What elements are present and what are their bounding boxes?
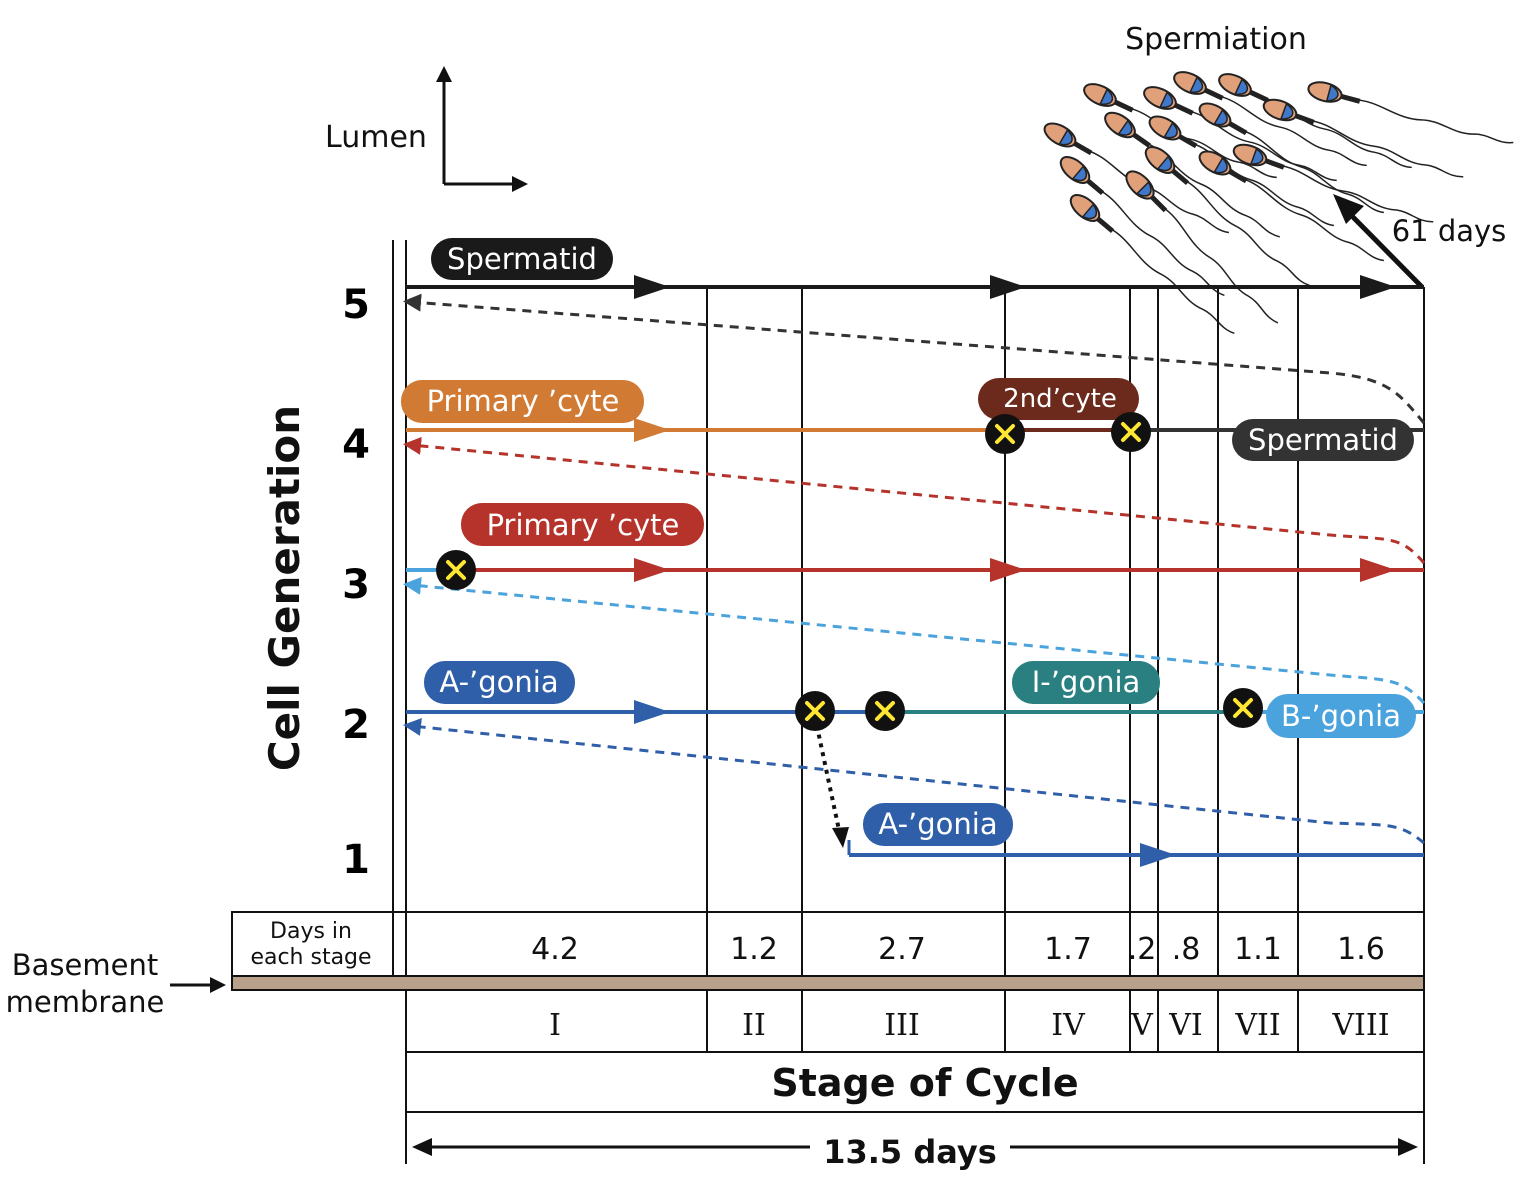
sperm-icon <box>1104 111 1280 238</box>
division-x-icon <box>795 691 835 731</box>
61-days-arrow <box>1333 194 1424 289</box>
y-axis-label: Cell Generation <box>260 405 309 771</box>
lumen-direction-icon <box>436 66 528 192</box>
cycle-length-span <box>405 1112 1425 1164</box>
spermatid-label-gen5: Spermatid <box>431 238 613 280</box>
sperm-icon <box>1307 81 1514 144</box>
stage-days-value: 1.1 <box>1234 932 1282 967</box>
division-x-icon <box>985 414 1025 454</box>
stage-days-value: .8 <box>1172 932 1201 967</box>
stage-numeral: VII <box>1234 1008 1280 1043</box>
sperm-icon <box>1059 156 1225 297</box>
basement-label-line2: membrane <box>6 985 165 1019</box>
svg-text:I-’gonia: I-’gonia <box>1032 665 1141 699</box>
svg-text:2nd’cyte: 2nd’cyte <box>1003 384 1117 414</box>
stage-days-value: .2 <box>1128 932 1157 967</box>
x-axis-label: Stage of Cycle <box>771 1061 1078 1105</box>
division-x-icon <box>1111 412 1151 452</box>
primary-cyte-track-gen3 <box>406 558 1424 582</box>
sperm-icon <box>1173 71 1367 167</box>
sperm-icon <box>1232 143 1434 223</box>
second-cyte-label: 2nd’cyte <box>978 378 1139 420</box>
stage-numeral: IV <box>1051 1008 1086 1043</box>
sperm-icon <box>1083 83 1277 179</box>
spermatid-label-gen4: Spermatid <box>1232 419 1414 461</box>
basement-membrane-bar <box>231 975 1425 991</box>
primary-cyte-label-gen3: Primary ’cyte <box>461 503 704 546</box>
stage-days-value: 4.2 <box>531 932 579 967</box>
a-gonia-label-gen1: A-’gonia <box>863 803 1013 846</box>
sperm-icon <box>1143 86 1337 182</box>
stem-cell-return-arrow <box>813 716 849 848</box>
division-x-icon <box>1223 688 1263 728</box>
days-header-line1: Days in <box>270 919 352 944</box>
61-days-label: 61 days <box>1392 214 1507 248</box>
stage-numeral: II <box>742 1008 766 1043</box>
stage-days-value: 1.2 <box>730 932 778 967</box>
sperm-icon <box>1144 146 1310 287</box>
cycle-length-label: 13.5 days <box>823 1133 997 1171</box>
x-axis-label-box <box>405 1052 1425 1113</box>
stage-numeral: V <box>1130 1008 1154 1043</box>
stage-days-value: 1.6 <box>1337 932 1385 967</box>
sperm-cluster-illustration <box>1043 71 1514 335</box>
svg-text:Primary ’cyte: Primary ’cyte <box>487 508 680 542</box>
sperm-icon <box>1069 194 1235 335</box>
days-table <box>231 911 1425 977</box>
stage-numeral: III <box>884 1008 920 1043</box>
generation-2: 2 <box>342 702 370 748</box>
a-gonia-track-gen1 <box>847 840 1424 867</box>
stage-days-value: 1.7 <box>1044 932 1092 967</box>
division-x-icon <box>865 691 905 731</box>
stage-numeral: VI <box>1168 1008 1203 1043</box>
basement-label-line1: Basement <box>12 948 158 982</box>
i-gonia-label: I-’gonia <box>1012 661 1160 704</box>
stage-numeral: VIII <box>1331 1008 1389 1043</box>
generation-5: 5 <box>342 282 370 328</box>
basement-pointer-arrow <box>170 977 226 993</box>
sperm-icon <box>1125 170 1279 324</box>
generation-1: 1 <box>342 837 370 883</box>
return-paths <box>403 293 1426 845</box>
sperm-icon <box>1043 122 1229 234</box>
svg-text:A-’gonia: A-’gonia <box>878 807 997 841</box>
spermatid-track-gen5 <box>406 275 1424 299</box>
stage-numeral-table <box>405 990 1425 1053</box>
svg-text:Spermatid: Spermatid <box>1248 423 1398 457</box>
sperm-icon <box>1198 150 1384 262</box>
division-x-icon <box>436 550 476 590</box>
generation-3: 3 <box>342 562 370 608</box>
svg-text:A-’gonia: A-’gonia <box>439 665 558 699</box>
stage-numeral: I <box>549 1008 561 1043</box>
b-gonia-label: B-’gonia <box>1266 694 1416 738</box>
svg-text:Spermatid: Spermatid <box>447 242 597 276</box>
spermiation-title: Spermiation <box>1125 22 1307 57</box>
stage-days-value: 2.7 <box>878 932 926 967</box>
svg-text:Primary ’cyte: Primary ’cyte <box>427 384 620 418</box>
left-axis-lines <box>392 240 407 975</box>
svg-text:B-’gonia: B-’gonia <box>1281 699 1401 733</box>
stage-days-values: 4.2 1.2 2.7 1.7 .2 .8 1.1 1.6 <box>531 932 1385 967</box>
sperm-icon <box>1262 98 1464 178</box>
a-gonia-label-gen2: A-’gonia <box>424 661 575 704</box>
primary-cyte-label-gen4: Primary ’cyte <box>401 380 644 423</box>
lumen-label: Lumen <box>325 120 427 155</box>
sperm-icon <box>1198 102 1384 214</box>
generation-4: 4 <box>342 422 370 468</box>
division-markers <box>436 412 1263 731</box>
sperm-icon <box>1218 73 1412 169</box>
days-header-line2: each stage <box>250 945 371 970</box>
